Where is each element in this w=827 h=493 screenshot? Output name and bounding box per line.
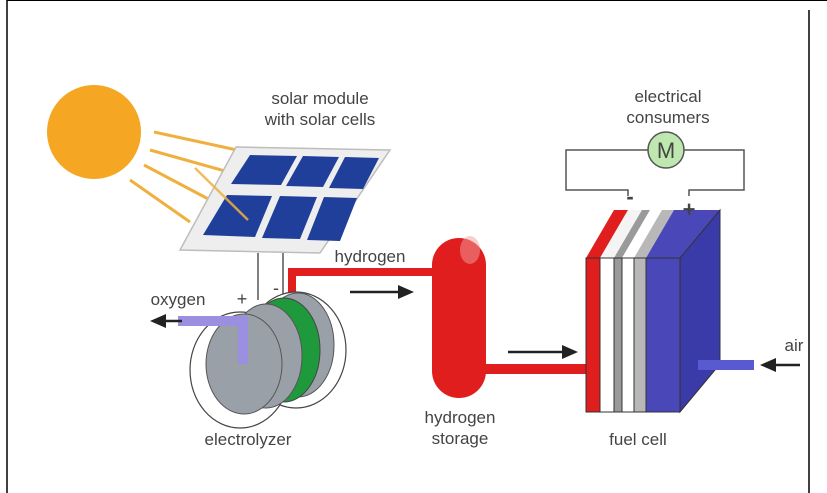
electrolyzer-minus-sign: - xyxy=(273,278,279,298)
fuel-cell-plus-sign: + xyxy=(683,197,696,222)
solar-module-label-line2: with solar cells xyxy=(264,110,376,129)
fuel-cell-inlet-arrow-icon xyxy=(508,345,578,359)
electrolyzer-plus-sign: + xyxy=(237,289,248,309)
hydrogen-arrow-icon xyxy=(350,285,414,299)
air-pipe xyxy=(698,360,754,370)
fuel-cell xyxy=(585,208,721,414)
electrical-consumers-label-line2: consumers xyxy=(626,108,709,127)
electrical-consumers-label-line1: electrical xyxy=(634,87,701,106)
hydrogen-label: hydrogen xyxy=(335,247,406,266)
hydrogen-storage-label-line1: hydrogen xyxy=(425,408,496,427)
motor-icon xyxy=(647,131,685,169)
hydrogen-pipe xyxy=(288,268,450,298)
fuel-cell-minus-sign: - xyxy=(626,184,633,209)
motor-label: M xyxy=(657,138,675,163)
hydrogen-storage-label-line2: storage xyxy=(432,429,489,448)
oxygen-pipe xyxy=(178,316,248,364)
hydrogen-storage-tank xyxy=(432,236,486,398)
air-arrow-icon xyxy=(760,358,800,372)
oxygen-label: oxygen xyxy=(151,290,206,309)
storage-to-fuel-cell-pipe xyxy=(484,364,590,374)
air-label: air xyxy=(785,336,804,355)
fuel-cell-label: fuel cell xyxy=(609,430,667,449)
consumer-wires xyxy=(565,149,745,196)
solar-module xyxy=(178,146,392,254)
solar-module-label-line1: solar module xyxy=(271,89,368,108)
oxygen-arrow-icon xyxy=(150,314,182,328)
electrolyzer xyxy=(189,291,347,429)
electrolyzer-label: electrolyzer xyxy=(205,430,292,449)
panel-wires xyxy=(257,253,284,300)
